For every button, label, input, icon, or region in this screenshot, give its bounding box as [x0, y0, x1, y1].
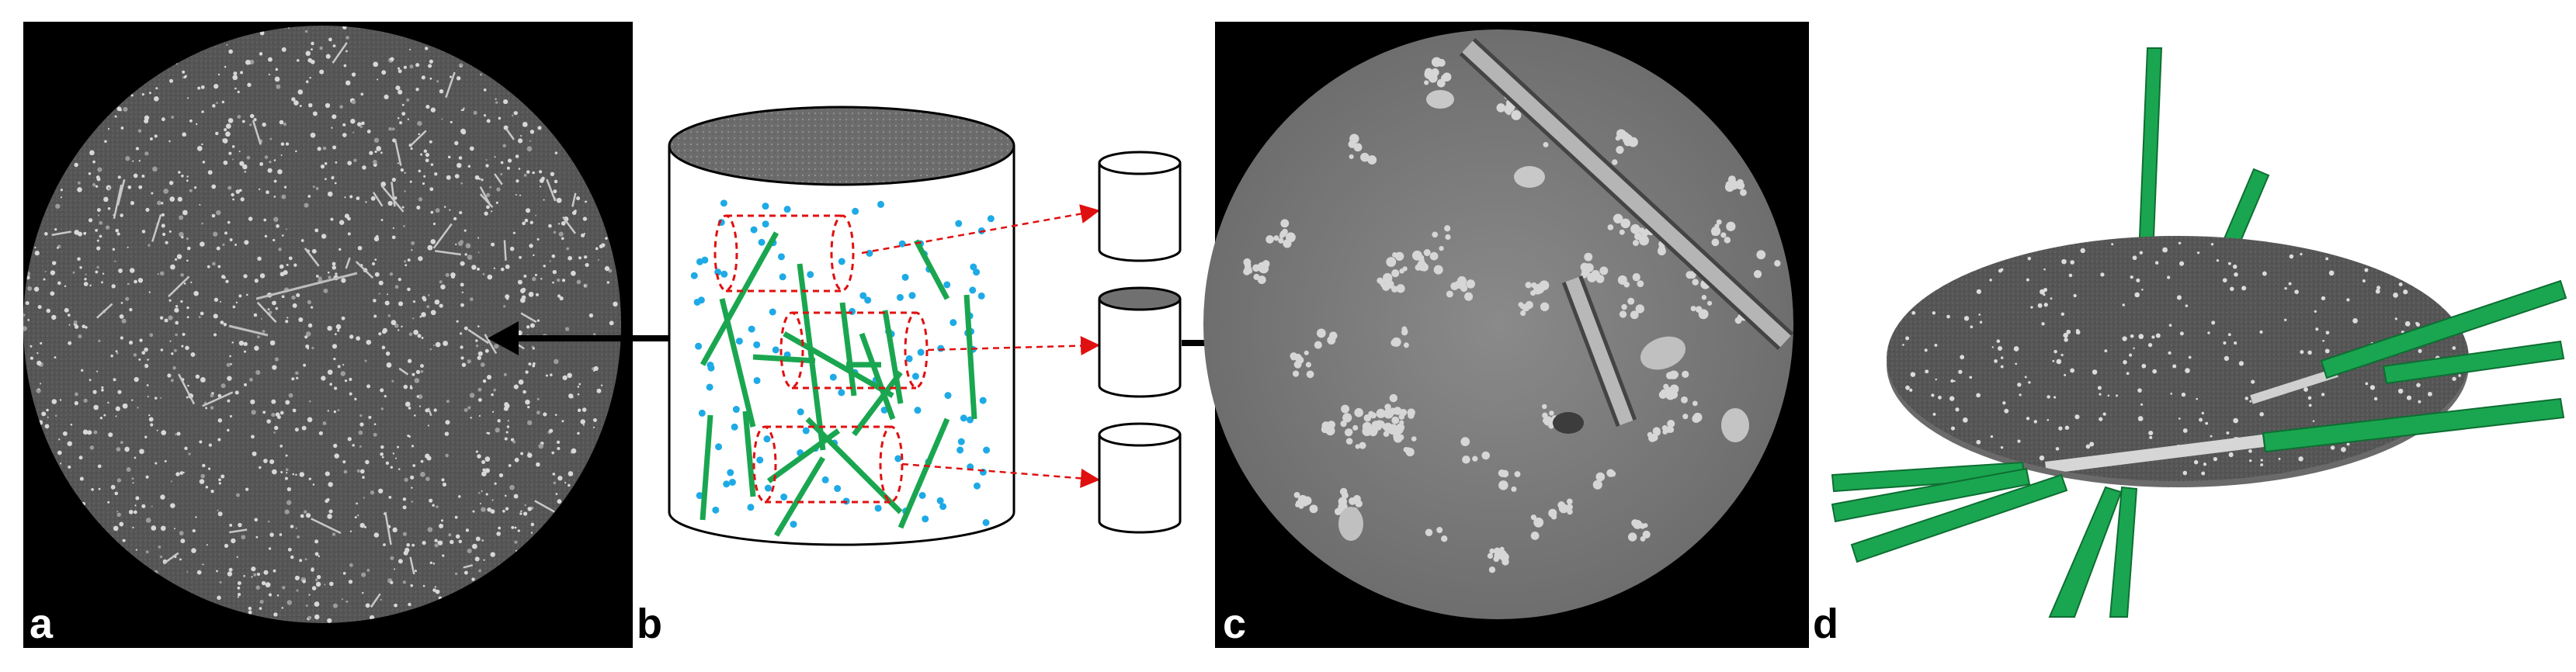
panel-label-c: c — [1223, 601, 1246, 647]
zoom-features — [1243, 37, 1793, 573]
ct-slice-zoom — [1203, 29, 1793, 619]
panel-label-a: a — [30, 601, 54, 647]
panel-label-b: b — [637, 601, 662, 647]
small-cylinder-1 — [1098, 151, 1182, 262]
subvolume-2 — [779, 311, 929, 390]
small-cylinder-2 — [1098, 286, 1182, 398]
panel-c: c — [1203, 22, 1809, 648]
subvolume-arrows — [861, 204, 1100, 488]
panel-a: a — [23, 22, 633, 648]
ct-slice-full — [23, 26, 621, 623]
subvolume-1 — [713, 214, 855, 293]
fibers-3d-front — [1831, 279, 2567, 618]
disk-fiber-sections — [2045, 368, 2338, 474]
particles-blue — [690, 199, 995, 528]
ct-particles — [23, 26, 618, 623]
arrow-b-to-a — [488, 321, 669, 355]
cylinder-top-slice — [668, 106, 1015, 186]
ct-fibers — [51, 42, 577, 608]
panel-d: d — [1813, 47, 2567, 647]
panel-b: b — [637, 106, 1182, 647]
panel-label-d: d — [1813, 601, 1838, 647]
sample-cylinder — [668, 106, 1015, 546]
small-cylinder-3 — [1098, 422, 1182, 534]
